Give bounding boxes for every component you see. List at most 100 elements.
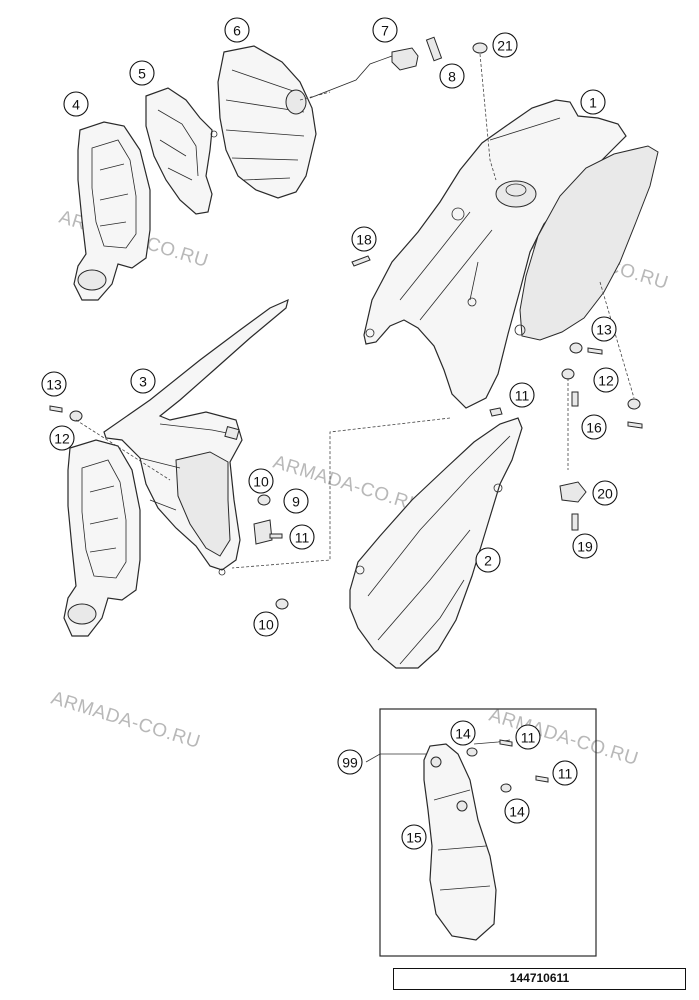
nut-10b [275,598,289,610]
callout-number: 11 [521,730,536,746]
bolt-19 [571,513,579,531]
callout-circle [492,32,518,58]
air-filter [217,45,317,199]
callout-number: 6 [233,23,241,39]
screw-11a [489,407,503,417]
callout-circle [130,368,156,394]
fasteners [49,42,643,610]
screw-16a [571,391,579,407]
filter-cage [145,87,218,215]
callout-number: 12 [54,431,70,447]
grommet-21 [472,42,488,54]
callout-circle [283,488,309,514]
grommet-12b [561,368,575,380]
callout-number: 8 [448,69,456,85]
callout-c5: 5 [129,60,155,86]
callout-c12a: 12 [593,367,619,393]
callout-circle [593,367,619,393]
intake-boot-upper [73,121,151,301]
callout-c11c: 11 [515,724,541,750]
callout-circle [401,824,427,850]
callout-number: 19 [577,539,593,555]
kit-box [379,708,597,957]
callout-circle [372,17,398,43]
nut-14a [466,747,478,757]
intake-boot-lower [63,439,141,637]
leader-lines [75,53,635,763]
callout-number: 15 [406,830,422,846]
callout-c11b: 11 [289,524,315,550]
callout-circle [475,547,501,573]
bolt-13b [49,405,63,413]
nut-14b [500,783,512,793]
callout-number: 12 [598,373,614,389]
callout-number: 7 [381,23,389,39]
callout-number: 13 [46,377,62,393]
air-filter-box [103,298,289,576]
filter-holder-bolt [309,36,443,99]
callout-number: 9 [292,494,300,510]
callout-circle [552,760,578,786]
watermark-text: ARMADA-CO.RU [487,705,641,770]
callout-number: 10 [253,474,269,490]
callout-c3: 3 [130,368,156,394]
callout-circle [592,480,618,506]
callout-c4: 4 [63,91,89,117]
callout-circle [439,63,465,89]
grommet-12c [627,398,641,410]
callout-c11d: 11 [552,760,578,786]
callout-number: 4 [72,97,80,113]
callout-c16: 16 [581,414,607,440]
callout-number: 16 [586,420,602,436]
callout-circle [49,425,75,451]
callout-c10a: 10 [248,468,274,494]
callout-number: 18 [356,232,372,248]
callout-number: 14 [455,726,471,742]
callout-c6: 6 [224,17,250,43]
callout-number: 21 [497,38,513,54]
side-panel [349,417,523,669]
callout-circle [591,316,617,342]
callout-circle [572,533,598,559]
callout-number: 5 [138,66,146,82]
reference-number-box: 144710611 [393,968,686,990]
callout-number: 1 [589,95,597,111]
callout-c99: 99 [337,749,363,775]
callout-circle [289,524,315,550]
callout-circle [351,226,377,252]
callout-number: 11 [515,388,530,404]
callout-c7: 7 [372,17,398,43]
nut-20 [559,481,587,503]
callout-c11a: 11 [509,382,535,408]
callout-circle [224,17,250,43]
callout-circle [253,611,279,637]
grommet-12a [569,342,583,354]
callout-number: 20 [597,486,613,502]
callout-circle [580,89,606,115]
callout-c10b: 10 [253,611,279,637]
fuel-tank [363,99,659,409]
callout-c15: 15 [401,824,427,850]
callout-circle [63,91,89,117]
callout-number: 11 [295,530,310,546]
callout-circle [504,798,530,824]
callout-c19: 19 [572,533,598,559]
callout-c18: 18 [351,226,377,252]
callout-number: 13 [596,322,612,338]
callout-c2: 2 [475,547,501,573]
callout-c8: 8 [439,63,465,89]
callout-circle [450,720,476,746]
callout-c13b: 13 [41,371,67,397]
callout-c12b: 12 [49,425,75,451]
callout-c14a: 14 [450,720,476,746]
callout-c21: 21 [492,32,518,58]
callout-number: 99 [342,755,358,771]
bolt-13a [587,347,603,355]
callout-c13a: 13 [591,316,617,342]
watermark-text: ARMADA-CO.RU [49,688,203,753]
callout-c1: 1 [580,89,606,115]
callout-circle [129,60,155,86]
